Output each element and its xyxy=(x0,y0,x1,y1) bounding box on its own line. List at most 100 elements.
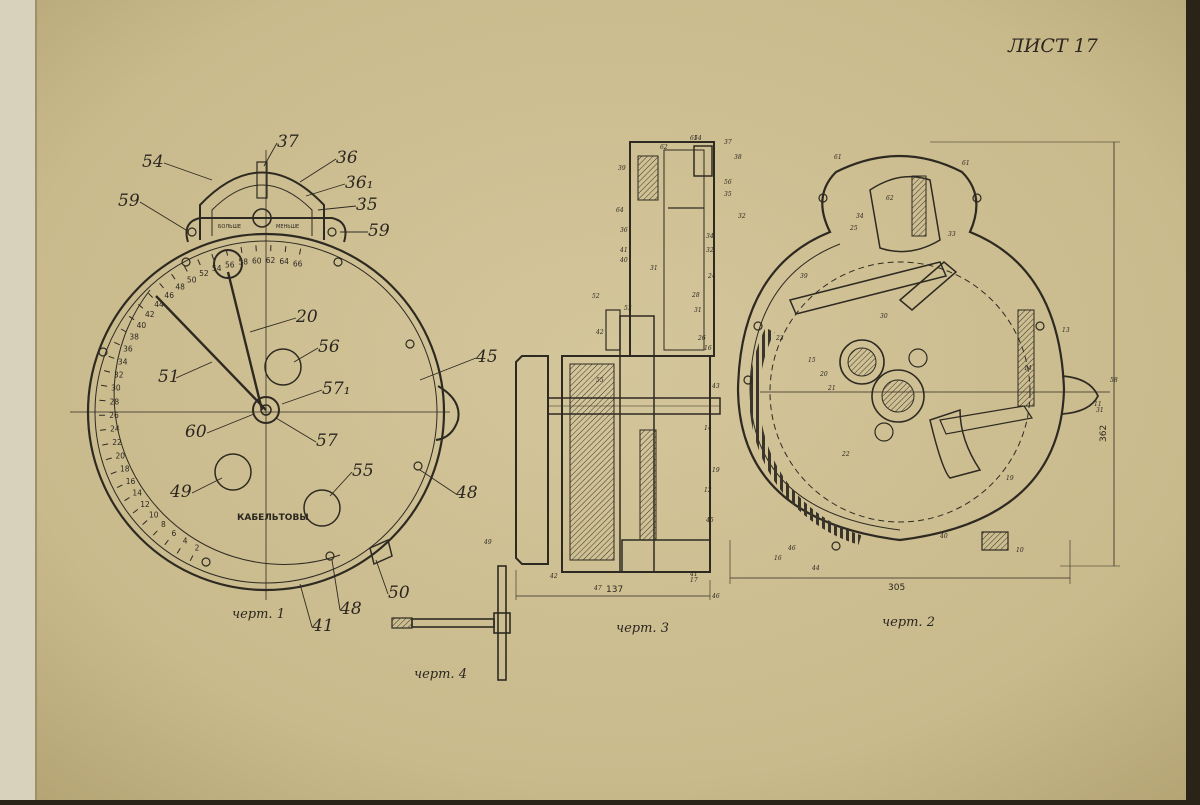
callout-label: 19 xyxy=(1006,475,1014,482)
callout-label: 36 xyxy=(620,227,628,234)
upper-spring xyxy=(912,176,926,236)
callout-label: 14 xyxy=(704,425,712,432)
spring-drum xyxy=(570,364,614,560)
scale-number: 62 xyxy=(266,256,276,265)
callout-label: 49 xyxy=(169,482,192,502)
scale-number: 2 xyxy=(195,543,200,552)
callout-label: 61 xyxy=(690,135,698,142)
callout-label: 20 xyxy=(819,371,828,378)
scale-number: 36 xyxy=(123,345,133,354)
scale-number: 52 xyxy=(199,269,209,278)
callout-label: 48 xyxy=(339,599,362,619)
scale-number: 20 xyxy=(116,451,126,460)
callout-label: 62 xyxy=(886,195,894,202)
scale-number: 22 xyxy=(112,438,122,447)
scale-number: 6 xyxy=(172,529,177,538)
upper-dial-right-label: МЕНЬШЕ xyxy=(276,224,299,230)
callout-label: 42 xyxy=(549,573,558,580)
callout-label: 49 xyxy=(483,539,492,546)
callout-label: 22 xyxy=(841,451,850,458)
scale-number: 38 xyxy=(129,332,139,341)
callout-label: 54 xyxy=(142,152,164,172)
callout-label: 41 xyxy=(311,616,334,636)
view-2-dimension-height: 362 xyxy=(1099,425,1109,442)
callout-label: 59 xyxy=(368,221,390,241)
callout-label: 16 xyxy=(774,555,782,562)
callout-label: 32 xyxy=(706,247,714,254)
scale-tick xyxy=(285,246,286,252)
scale-number: 32 xyxy=(114,370,124,379)
scale-number: 64 xyxy=(279,257,289,266)
view-2-caption: черт. 2 xyxy=(882,615,935,630)
callout-label: 44 xyxy=(811,565,820,572)
scale-number: 34 xyxy=(118,357,128,366)
callout-label: 64 xyxy=(616,207,624,214)
scale-number: 18 xyxy=(120,464,130,473)
callout-label: 59 xyxy=(118,191,140,211)
scale-number: 28 xyxy=(110,397,120,406)
callout-label: 12 xyxy=(704,487,712,494)
scale-tick xyxy=(100,430,106,431)
scale-number: 30 xyxy=(111,384,121,393)
callout-label: 55 xyxy=(596,377,604,384)
callout-label: 19 xyxy=(712,467,720,474)
callout-label: 34 xyxy=(856,213,864,220)
callout-label: 38 xyxy=(734,154,742,161)
callout-label: 26 xyxy=(697,335,706,342)
callout-label: 36₁ xyxy=(345,173,373,193)
callout-label: 33 xyxy=(948,231,956,238)
scale-number: 46 xyxy=(164,291,174,300)
callout-label: 48 xyxy=(455,483,478,503)
callout-label: 25 xyxy=(849,225,858,232)
callout-label: 17 xyxy=(690,577,698,584)
callout-label: 24 xyxy=(707,273,716,280)
view-1-caption: черт. 1 xyxy=(232,607,285,622)
upper-dial-left-label: БОЛЬШЕ xyxy=(218,224,241,230)
callout-label: 41 xyxy=(619,247,628,254)
callout-label: 50 xyxy=(388,583,410,603)
callout-label: 20 xyxy=(295,307,318,327)
callout-label: 40 xyxy=(619,257,628,264)
callout-label: 53 xyxy=(624,305,632,312)
callout-label: 16 xyxy=(704,345,712,352)
callout-label: 43 xyxy=(711,383,720,390)
left-page xyxy=(0,0,36,800)
callout-label: 42 xyxy=(595,329,604,336)
callout-label: 14 xyxy=(1024,365,1032,372)
callout-label: 61 xyxy=(834,154,842,161)
callout-label: 46 xyxy=(787,545,796,552)
upper-spring xyxy=(638,156,658,200)
view-2-dimension-width: 305 xyxy=(888,583,905,593)
scale-number: 16 xyxy=(126,477,136,486)
scale-number: 12 xyxy=(140,500,150,509)
callout-label: 30 xyxy=(880,313,888,320)
scale-number: 42 xyxy=(145,310,155,319)
view-3-dimension: 137 xyxy=(606,585,623,595)
callout-label: 46 xyxy=(711,593,720,600)
sheet-title: ЛИСТ 17 xyxy=(1007,35,1099,57)
gear-main-hatch xyxy=(882,380,914,412)
callout-label: 45 xyxy=(475,347,498,367)
right-spring xyxy=(1018,310,1034,406)
callout-label: 13 xyxy=(1062,327,1070,334)
callout-label: 61 xyxy=(962,160,970,167)
scale-number: 24 xyxy=(110,425,120,434)
callout-label: 23 xyxy=(775,335,784,342)
callout-label: 58 xyxy=(1110,377,1118,384)
callout-label: 28 xyxy=(691,292,700,299)
callout-label: 35 xyxy=(356,195,378,215)
callout-label: 10 xyxy=(1016,547,1024,554)
callout-label: 34 xyxy=(706,233,714,240)
scale-number: 60 xyxy=(252,256,262,265)
callout-label: 35 xyxy=(724,191,732,198)
gear-hatch xyxy=(848,348,876,376)
scale-number: 14 xyxy=(132,489,142,498)
callout-label: 55 xyxy=(352,461,374,481)
scale-number: 54 xyxy=(212,264,222,273)
dial-word: КАБЕЛЬТОВЫ xyxy=(237,513,309,523)
callout-label: 31 xyxy=(694,307,702,314)
scale-number: 4 xyxy=(183,537,188,546)
callout-label: 47 xyxy=(593,585,602,592)
scale-number: 8 xyxy=(161,520,166,529)
view-3-caption: черт. 3 xyxy=(616,621,669,636)
